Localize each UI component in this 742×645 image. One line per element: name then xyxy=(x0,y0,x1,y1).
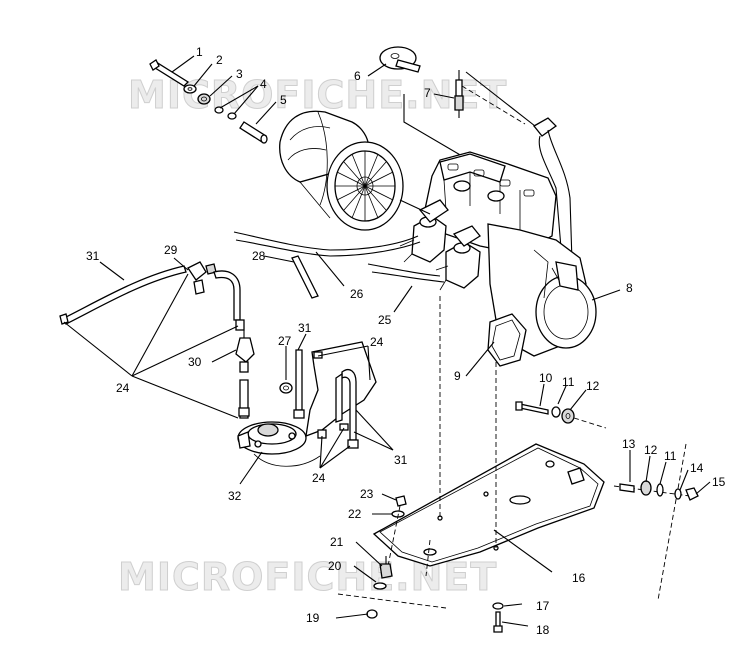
bushing-part-3 xyxy=(197,93,211,105)
bolt-part-1 xyxy=(149,59,190,87)
callout-22: 22 xyxy=(348,507,362,521)
nut-part-19 xyxy=(366,609,378,619)
callout-31c: 31 xyxy=(394,453,408,467)
align-10-12 xyxy=(573,417,607,429)
nut-part-23 xyxy=(395,495,407,507)
throttle-cable-part-26 xyxy=(233,231,421,257)
callout-9: 9 xyxy=(454,369,461,383)
watermark-top: MICROFICHE.NET xyxy=(128,73,507,117)
callout-12a: 12 xyxy=(586,379,600,393)
callout-11b: 11 xyxy=(664,449,677,463)
hose-part-31-right xyxy=(335,368,359,449)
fuel-line-vertical xyxy=(213,270,245,331)
spark-plug-wire xyxy=(533,117,573,263)
washer-part-11b xyxy=(656,483,664,497)
callout-19: 19 xyxy=(306,611,320,625)
connector-part-29 xyxy=(187,261,217,295)
choke-cable-part-25 xyxy=(367,263,445,283)
callout-31b: 31 xyxy=(298,321,312,335)
callout-29: 29 xyxy=(164,243,178,257)
hose-part-31-center xyxy=(293,349,305,419)
stud-part-21 xyxy=(379,556,393,579)
align-line-bottom xyxy=(337,593,447,609)
bolt-part-10 xyxy=(515,401,549,415)
callout-5: 5 xyxy=(280,93,287,107)
callout-24c: 24 xyxy=(312,471,326,485)
washer-part-17 xyxy=(492,602,504,610)
callout-2: 2 xyxy=(216,53,223,67)
callout-21: 21 xyxy=(330,535,344,549)
callout-4: 4 xyxy=(260,77,267,91)
callout-8: 8 xyxy=(626,281,633,295)
callout-23: 23 xyxy=(360,487,374,501)
leader-16 xyxy=(493,529,553,573)
grommet-part-27 xyxy=(279,382,293,394)
washer-part-11a xyxy=(551,406,561,418)
callout-25: 25 xyxy=(378,313,392,327)
spacer-part-12a xyxy=(561,408,575,424)
callout-15: 15 xyxy=(712,475,726,489)
nut-part-15 xyxy=(685,487,699,501)
callout-6: 6 xyxy=(354,69,361,83)
cap-part-6 xyxy=(379,46,421,73)
callout-24b: 24 xyxy=(370,335,384,349)
spacer-part-12b xyxy=(640,480,652,496)
align-line-right xyxy=(657,443,687,601)
fuel-pump-part-32 xyxy=(237,421,321,467)
callout-leaders xyxy=(99,55,711,627)
intake-manifold xyxy=(418,199,481,247)
callout-24a: 24 xyxy=(116,381,130,395)
leader-cap-6 xyxy=(403,94,463,157)
callout-7: 7 xyxy=(424,86,431,100)
callout-10: 10 xyxy=(539,371,553,385)
callout-3: 3 xyxy=(236,67,243,81)
callout-27: 27 xyxy=(278,334,292,348)
washer-part-14 xyxy=(674,488,682,500)
align-line-3 xyxy=(425,539,431,577)
callout-20: 20 xyxy=(328,559,342,573)
callout-18: 18 xyxy=(536,623,550,637)
leader-plug-cap xyxy=(461,85,526,125)
callout-30: 30 xyxy=(188,355,202,369)
skid-plate-part-16 xyxy=(372,443,605,567)
callout-12b: 12 xyxy=(644,443,658,457)
carburetor-front xyxy=(399,215,447,263)
leader-starter-engine xyxy=(399,199,431,215)
recoil-starter xyxy=(279,110,404,231)
bolt-part-13 xyxy=(619,483,635,493)
callout-16: 16 xyxy=(572,571,586,585)
rod-part-28 xyxy=(291,255,319,299)
callout-11a: 11 xyxy=(562,375,575,389)
callout-31a: 31 xyxy=(86,249,100,263)
callout-13: 13 xyxy=(622,437,636,451)
fuel-line-part-31-left xyxy=(59,265,187,325)
sleeve-part-5 xyxy=(239,121,268,144)
callout-14: 14 xyxy=(690,461,704,475)
fuel-filter-part-30 xyxy=(235,330,255,419)
washer-part-2 xyxy=(183,84,197,94)
callout-32: 32 xyxy=(228,489,242,503)
leader-plug-cap-2 xyxy=(465,71,536,127)
align-23-20 xyxy=(387,505,401,567)
callout-28: 28 xyxy=(252,249,266,263)
callout-1: 1 xyxy=(196,45,203,59)
callout-17: 17 xyxy=(536,599,550,613)
washer-part-20 xyxy=(373,582,387,590)
spacer-part-4 xyxy=(214,106,237,120)
spark-plug-part-7 xyxy=(454,70,464,118)
callout-labels: 1 2 3 4 5 6 7 8 9 10 11 12 13 12 11 14 1… xyxy=(86,45,726,637)
bolt-part-18 xyxy=(493,611,503,633)
callout-26: 26 xyxy=(350,287,364,301)
leaders-24 xyxy=(63,273,394,469)
